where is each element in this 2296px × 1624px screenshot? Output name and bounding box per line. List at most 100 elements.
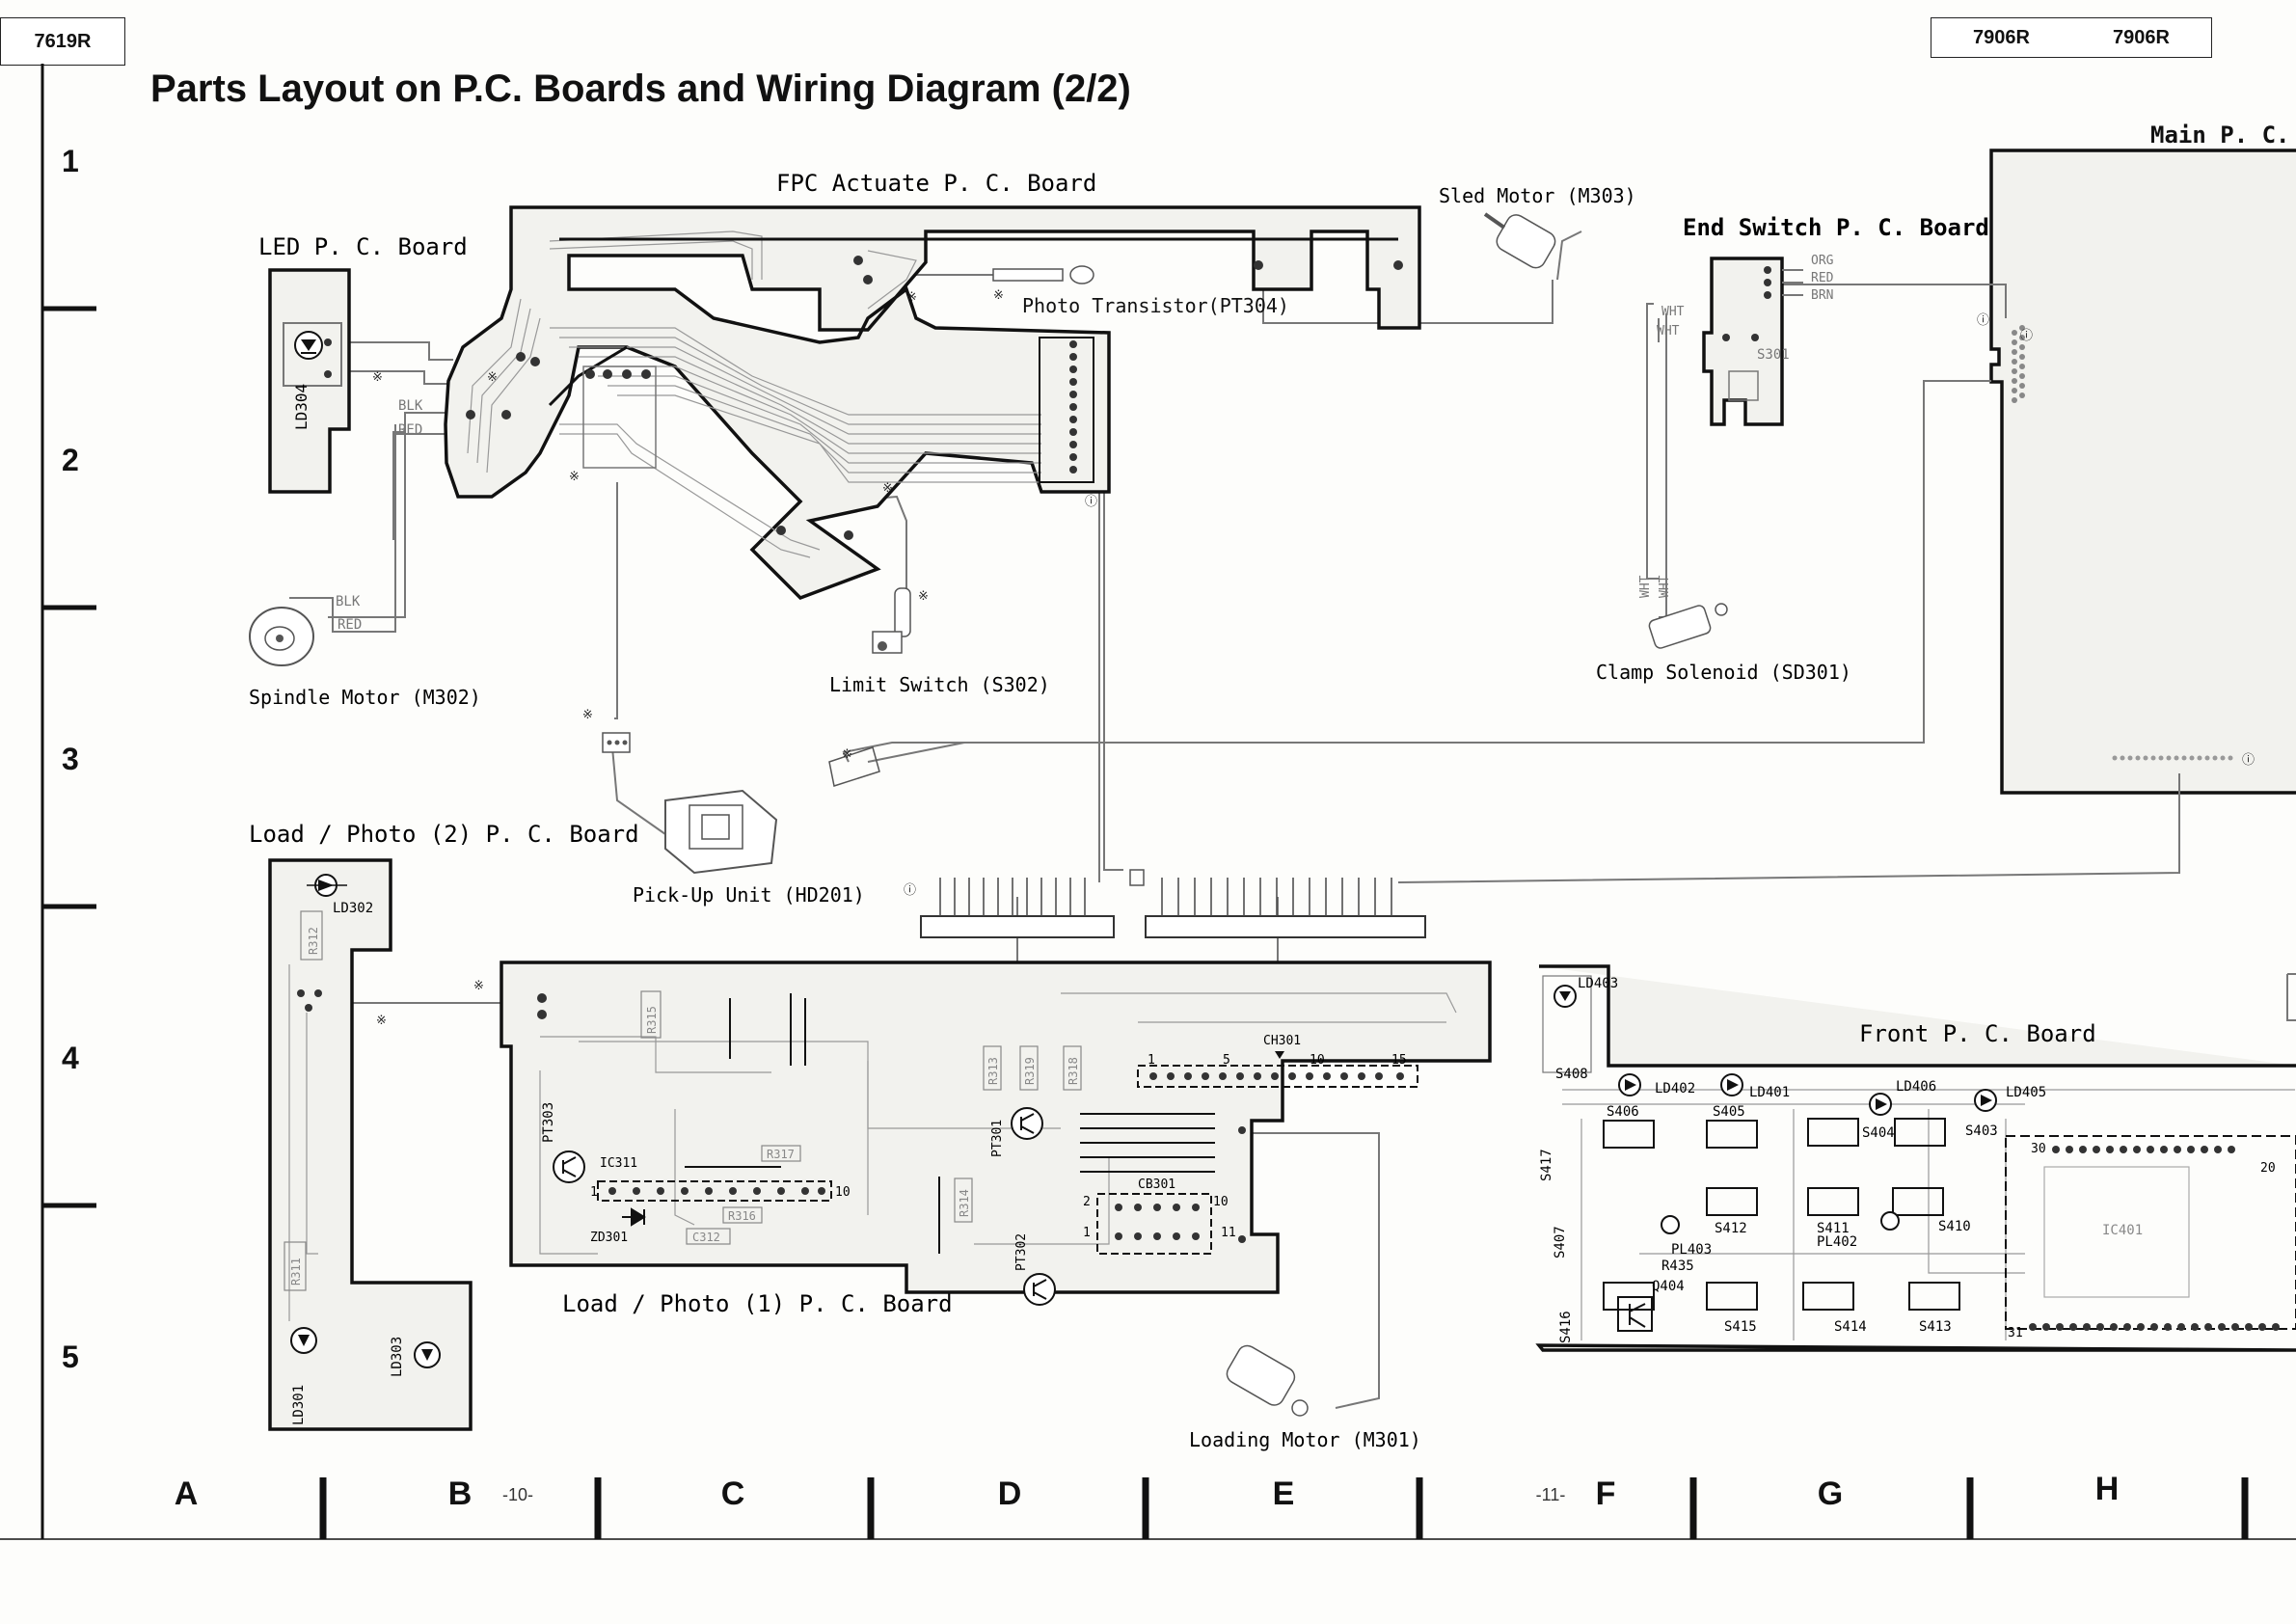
note-mark-led: ※ [372, 369, 383, 384]
row-label-2: 2 [62, 443, 79, 477]
wire-brn: BRN [1811, 288, 1833, 303]
load-photo-1-pc-board: Load / Photo (1) P. C. Board [500, 961, 1492, 1317]
cb301-pin-11: 11 [1221, 1226, 1236, 1240]
ic311-pin-10: 10 [835, 1185, 851, 1200]
pickup-unit-hd201: ※ ※ Pick-Up Unit (HD201) [582, 707, 880, 907]
ch301-pin-1: 1 [1148, 1053, 1155, 1068]
ref-pt302: PT302 [1014, 1233, 1029, 1271]
ref-cb301: CB301 [1138, 1177, 1175, 1192]
fpc-actuate-board: FPC Actuate P. C. Board [444, 170, 1421, 601]
ref-s416: S416 [1558, 1311, 1574, 1343]
ref-r435: R435 [1661, 1259, 1694, 1274]
photo-transistor-label: Photo Transistor(PT304) [1022, 294, 1289, 317]
model-number-right-1: 7906R [1973, 26, 2030, 48]
cb301-pin-2: 2 [1083, 1195, 1091, 1209]
ref-s412: S412 [1715, 1221, 1747, 1236]
page-number-left: -10- [502, 1485, 533, 1504]
col-label-a: A [175, 1475, 199, 1512]
sled-motor-m303: Sled Motor (M303) [1439, 184, 1636, 269]
clamp-solenoid-sd301: WHT WHT Clamp Solenoid (SD301) [1596, 575, 1851, 684]
load-photo-1-label: Load / Photo (1) P. C. Board [562, 1290, 953, 1317]
ref-r317: R317 [767, 1148, 795, 1161]
ref-ld406: LD406 [1896, 1079, 1936, 1095]
model-tag-right: 7906R 7906R [1931, 17, 2212, 58]
note-mark-lp2-2: ※ [473, 978, 484, 992]
wire-org: ORG [1811, 254, 1834, 268]
end-switch-board-label: End Switch P. C. Board [1683, 214, 1989, 241]
ref-r313: R313 [986, 1057, 1000, 1085]
ref-pl403: PL403 [1671, 1242, 1712, 1258]
loading-motor-label: Loading Motor (M301) [1189, 1428, 1421, 1451]
ref-s411: S411 [1817, 1221, 1850, 1236]
ref-ld405: LD405 [2006, 1085, 2046, 1100]
ref-ld301: LD301 [291, 1385, 307, 1425]
wire-red-2: RED [338, 617, 362, 633]
ref-ld302: LD302 [333, 901, 373, 916]
page-number-right: -11- [1536, 1485, 1566, 1504]
ic401-pin-31: 31 [2008, 1326, 2023, 1340]
page-title: Parts Layout on P.C. Boards and Wiring D… [150, 68, 1131, 110]
ref-s415: S415 [1724, 1319, 1757, 1335]
ref-pt301: PT301 [990, 1120, 1005, 1157]
note-mark-fpc-1: ※ [487, 369, 498, 384]
col-label-h: H [2095, 1471, 2120, 1507]
photo-transistor-pt304: ※ Photo Transistor(PT304) [992, 265, 1289, 317]
col-label-c: C [721, 1475, 745, 1512]
ref-s404: S404 [1862, 1125, 1895, 1141]
ref-r319: R319 [1023, 1057, 1037, 1085]
wire-wht-2: WHT [1657, 324, 1680, 338]
col-label-d: D [998, 1475, 1022, 1512]
note-mark-lp2: ※ [376, 1013, 387, 1027]
note-mark-fpc-4: ※ [882, 480, 893, 495]
row-label-1: 1 [62, 144, 79, 178]
connector-ⓘ-mark: ⓘ [904, 882, 916, 897]
note-mark-pt304: ※ [993, 287, 1004, 302]
row-label-5: 5 [62, 1340, 79, 1374]
clamp-solenoid-label: Clamp Solenoid (SD301) [1596, 661, 1851, 684]
col-label-f: F [1596, 1475, 1616, 1512]
sled-motor-label: Sled Motor (M303) [1439, 184, 1636, 207]
ref-ld303: LD303 [390, 1337, 405, 1377]
led-board-label: LED P. C. Board [258, 233, 468, 260]
fpc-board-label: FPC Actuate P. C. Board [776, 170, 1096, 197]
model-tag-left: 7619R [0, 17, 125, 66]
ic401-pin-20: 20 [2260, 1161, 2276, 1176]
ref-ch301: CH301 [1263, 1034, 1301, 1048]
ref-pt303: PT303 [541, 1102, 556, 1143]
end-switch-pc-board: End Switch P. C. Board ORG RED BRN WHT W… [1657, 214, 1989, 426]
note-mark-fpc-3: ※ [906, 289, 917, 304]
cb301-pin-10: 10 [1213, 1195, 1229, 1209]
spindle-motor-label: Spindle Motor (M302) [249, 686, 481, 709]
ic401-pin-30: 30 [2031, 1142, 2046, 1156]
ref-r314: R314 [958, 1189, 971, 1217]
wire-blk-2: BLK [336, 594, 361, 609]
ch301-pin-15: 15 [1391, 1053, 1407, 1068]
fpc-ⓘ-mark: ⓘ [1085, 494, 1097, 508]
note-mark-s302: ※ [918, 588, 929, 603]
note-mark-hd201: ※ [582, 707, 593, 721]
ref-s301: S301 [1757, 347, 1790, 363]
ch301-pin-5: 5 [1223, 1053, 1230, 1068]
led-pc-board: LED P. C. Board LD304 ※ [258, 233, 468, 494]
ref-ld403: LD403 [1578, 976, 1618, 991]
main-ⓘ-mark-2: ⓘ [2020, 328, 2033, 342]
frame [0, 64, 2296, 1540]
ref-s414: S414 [1834, 1319, 1867, 1335]
model-number-right-2: 7906R [2113, 26, 2170, 48]
ic311-pin-1: 1 [590, 1185, 598, 1200]
ref-ic311: IC311 [600, 1156, 637, 1171]
ref-s405: S405 [1713, 1104, 1745, 1120]
ref-r311: R311 [289, 1258, 303, 1286]
ref-ld401: LD401 [1749, 1085, 1790, 1100]
limit-switch-s302: ※ Limit Switch (S302) [829, 587, 1050, 696]
lp1-traces [539, 992, 1457, 1255]
row-label-3: 3 [62, 742, 79, 776]
spindle-motor-m302: BLK RED Spindle Motor (M302) [249, 594, 481, 709]
main-ⓘ-mark: ⓘ [1977, 312, 1989, 327]
ref-s403: S403 [1965, 1123, 1998, 1139]
ref-r316: R316 [728, 1209, 756, 1223]
col-label-e: E [1273, 1475, 1295, 1512]
ref-q404: Q404 [1652, 1279, 1685, 1294]
ref-ld304: LD304 [292, 384, 311, 430]
main-ⓘ-mark-3: ⓘ [2242, 752, 2255, 767]
